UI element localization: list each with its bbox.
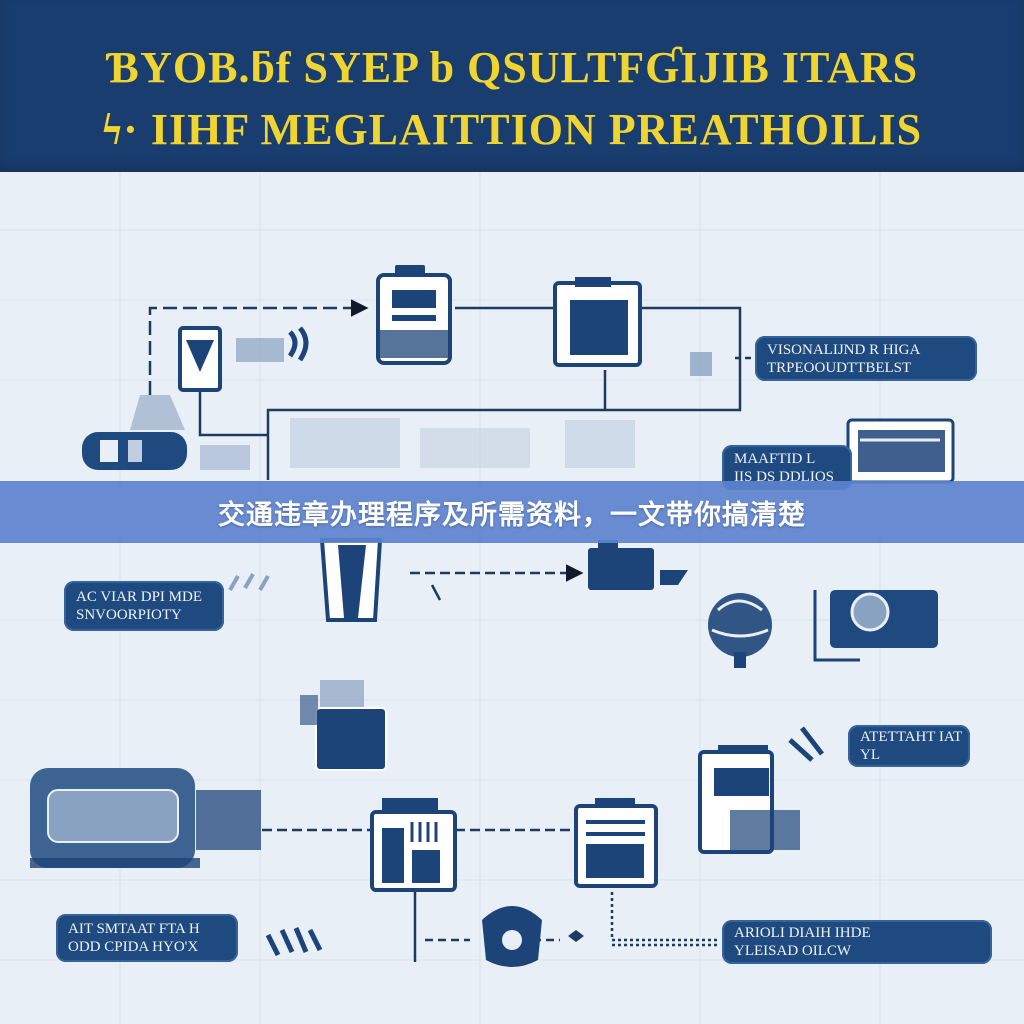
label-bottom-right: ARIOLI DIAIH IHDE YLEISAD OILCW (722, 920, 992, 964)
label-line: ATETTAHT IAT (860, 729, 963, 745)
report-icon (698, 726, 824, 854)
monitor-icon (846, 418, 955, 484)
magnifier-card-icon (813, 590, 938, 662)
document-icon (376, 265, 452, 365)
banner-title: 交通违章办理程序及所需资料，一文带你搞清楚 (218, 499, 806, 531)
label-line: IIS DS DDLIOS (734, 468, 835, 485)
bus-icon (30, 768, 261, 868)
folder-icon (553, 277, 642, 367)
registry-icon (370, 798, 457, 892)
header-title-line-2: ϟ· IIHF MEGLAITTION PREATHOILIS (101, 105, 923, 154)
label-lower-right: ATETTAHT IAT YL (848, 725, 970, 767)
label-line: AIT SMTAAT FTA H (68, 921, 200, 937)
header-title-line-1: ƁYOB.ƃf SYEP b QSULTFƓIJIB ITARS (105, 43, 919, 92)
label-line: YL (860, 747, 880, 763)
person-icon (319, 538, 383, 622)
title-banner: 交通违章办理程序及所需资料，一文带你搞清楚 (0, 481, 1024, 543)
label-line: YLEISAD OILCW (734, 943, 852, 959)
label-bottom-left: AIT SMTAAT FTA H ODD CPIDA HYO'X (56, 914, 238, 962)
label-line: ODD CPIDA HYO'X (68, 939, 199, 955)
label-line: SNVOORPIOTY (76, 607, 182, 623)
globe-icon (708, 593, 772, 668)
label-line: AC VIAR DPI MDE (76, 589, 202, 605)
file-folder-icon (574, 798, 658, 888)
label-mid-left: AC VIAR DPI MDE SNVOORPIOTY (64, 581, 224, 631)
label-top-right: VISONALIJND R HIGA TRPEOOUDTTBELST (755, 336, 977, 381)
id-card-icon (178, 326, 222, 392)
label-line: TRPEOOUDTTBELST (767, 359, 912, 376)
label-line: MAAFTID L (734, 450, 816, 467)
header-bar: ƁYOB.ƃf SYEP b QSULTFƓIJIB ITARS ϟ· IIHF… (0, 0, 1024, 172)
clipboard-icon (300, 680, 387, 771)
label-line: ARIOLI DIAIH IHDE (734, 925, 871, 941)
label-line: VISONALIJND R HIGA (767, 341, 921, 358)
vehicle-badge-icon (82, 395, 187, 470)
fingerprint-icon (482, 906, 542, 967)
tablet-icon (588, 540, 688, 590)
